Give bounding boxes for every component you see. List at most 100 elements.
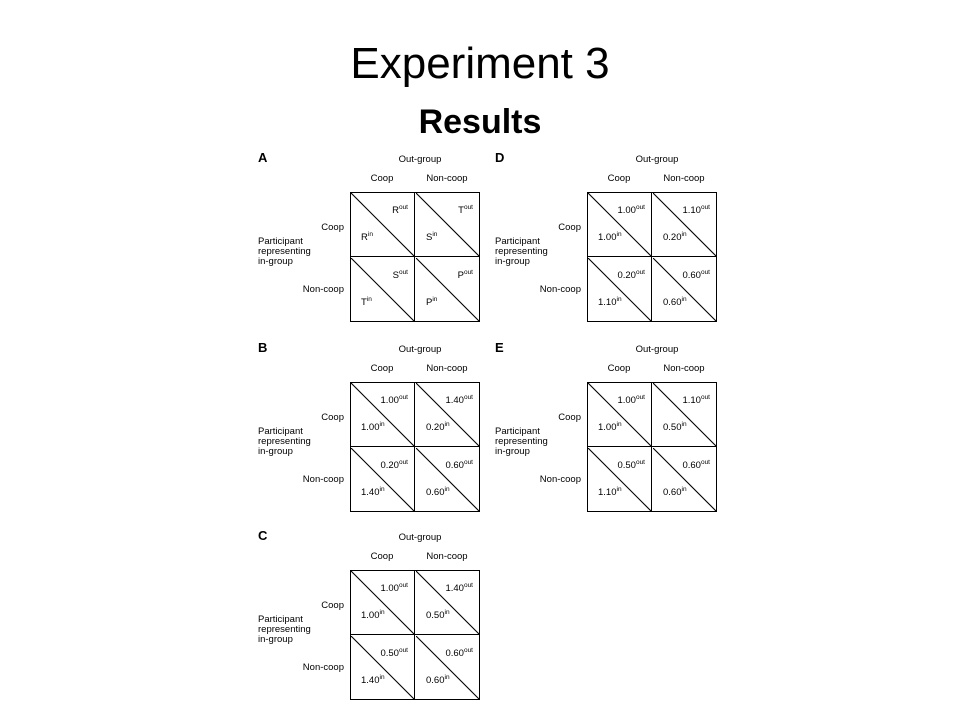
cell-diagonal xyxy=(588,448,652,512)
column-header-non-coop: Non-coop xyxy=(426,551,468,562)
column-header-non-coop: Non-coop xyxy=(663,363,705,374)
cell-diagonal xyxy=(588,193,652,257)
column-header-non-coop: Non-coop xyxy=(663,173,705,184)
payoff-superscript: out xyxy=(398,204,408,211)
row-header-coop: Coop xyxy=(321,600,344,611)
payoff-superscript: out xyxy=(700,394,710,401)
in-group-payoff: 0.60in xyxy=(663,296,687,308)
out-group-payoff: 1.40out xyxy=(445,582,473,594)
in-group-payoff: 0.60in xyxy=(426,674,450,686)
payoff-superscript: in xyxy=(444,486,450,493)
payoff-superscript: out xyxy=(635,394,645,401)
out-group-payoff: Sout xyxy=(392,269,408,281)
payoff-superscript: out xyxy=(398,582,408,589)
in-group-payoff: 1.10in xyxy=(598,486,622,498)
payoff-value: 1.10 xyxy=(598,297,617,308)
in-group-payoff: 0.20in xyxy=(426,421,450,433)
payoff-cell: 0.60 out 0.60in xyxy=(416,636,480,700)
payoff-value: 0.50 xyxy=(663,422,682,433)
payoff-superscript: in xyxy=(379,674,385,681)
out-group-label: Out-group xyxy=(398,532,442,543)
in-group-payoff: 1.00in xyxy=(598,421,622,433)
payoff-value: 0.60 xyxy=(426,487,445,498)
participant-label-line: representing xyxy=(258,246,311,257)
row-header-non-coop: Non-coop xyxy=(539,284,581,295)
payoff-superscript: out xyxy=(635,459,645,466)
diagonal-line xyxy=(351,193,415,257)
payoff-superscript: in xyxy=(379,486,385,493)
payoff-value: 1.10 xyxy=(682,205,701,216)
out-group-payoff: 1.40out xyxy=(445,394,473,406)
out-group-payoff: 1.00out xyxy=(380,394,408,406)
out-group-payoff: 0.60out xyxy=(445,459,473,471)
column-header-coop: Coop xyxy=(607,173,631,184)
diagonal-line xyxy=(351,448,415,512)
participant-label-line: in-group xyxy=(495,256,530,267)
payoff-superscript: in xyxy=(681,421,687,428)
grid-divider xyxy=(351,256,479,258)
row-header-non-coop: Non-coop xyxy=(539,474,581,485)
payoff-value: P xyxy=(426,297,433,308)
participant-label-line: Participant xyxy=(258,614,303,625)
out-group-label: Out-group xyxy=(635,344,679,355)
payoff-cell: 1.10out 0.50in xyxy=(653,383,717,447)
payoff-cell: 0.50out 1.10in xyxy=(588,448,652,512)
in-group-payoff: 1.00in xyxy=(361,421,385,433)
payoff-cell: 0.60out 0.60in xyxy=(653,258,717,322)
payoff-cell: 1.40out 0.20in xyxy=(416,383,480,447)
diagonal-line xyxy=(588,448,652,512)
payoff-cell: 0.60out 0.60in xyxy=(416,448,480,512)
payoff-value: 0.50 xyxy=(617,460,636,471)
diagonal-line xyxy=(416,448,480,512)
diagonal-line xyxy=(416,383,480,447)
payoff-value: T xyxy=(458,205,464,216)
cell-diagonal xyxy=(588,383,652,447)
grid-divider xyxy=(588,256,716,258)
row-header-coop: Coop xyxy=(321,412,344,423)
row-header-non-coop: Non-coop xyxy=(302,284,344,295)
out-group-payoff: Rout xyxy=(392,204,408,216)
row-header-non-coop: Non-coop xyxy=(302,474,344,485)
diagonal-line xyxy=(416,571,480,635)
payoff-superscript: out xyxy=(463,647,473,654)
payoff-superscript: out xyxy=(700,459,710,466)
cell-diagonal xyxy=(416,448,480,512)
participant-label-line: Participant xyxy=(258,236,303,247)
diagonal-line xyxy=(351,258,415,322)
diagonal-line xyxy=(351,571,415,635)
diagonal-line xyxy=(588,383,652,447)
payoff-superscript: in xyxy=(432,231,438,238)
out-group-payoff: 0.60out xyxy=(682,269,710,281)
participant-label-line: representing xyxy=(258,624,311,635)
payoff-value: 1.00 xyxy=(380,395,399,406)
out-group-payoff: 0.60out xyxy=(682,459,710,471)
participant-label-line: Participant xyxy=(495,236,540,247)
column-header-non-coop: Non-coop xyxy=(426,363,468,374)
participant-label-line: Participant xyxy=(258,426,303,437)
in-group-payoff: 1.00in xyxy=(361,609,385,621)
payoff-value: 0.20 xyxy=(663,232,682,243)
payoff-value: 0.60 xyxy=(426,675,445,686)
in-group-payoff: Tin xyxy=(361,296,372,308)
diagonal-line xyxy=(653,383,717,447)
cell-diagonal xyxy=(351,258,415,322)
payoff-value: S xyxy=(392,270,399,281)
cell-diagonal xyxy=(416,383,480,447)
payoff-value: 1.00 xyxy=(380,583,399,594)
payoff-superscript: out xyxy=(463,459,473,466)
cell-diagonal xyxy=(416,193,480,257)
cell-diagonal xyxy=(416,258,480,322)
participant-label-line: Participant xyxy=(495,426,540,437)
participant-label-line: in-group xyxy=(258,446,293,457)
payoff-value: 1.10 xyxy=(682,395,701,406)
grid-divider xyxy=(588,446,716,448)
cell-diagonal xyxy=(351,571,415,635)
payoff-superscript: in xyxy=(616,296,622,303)
